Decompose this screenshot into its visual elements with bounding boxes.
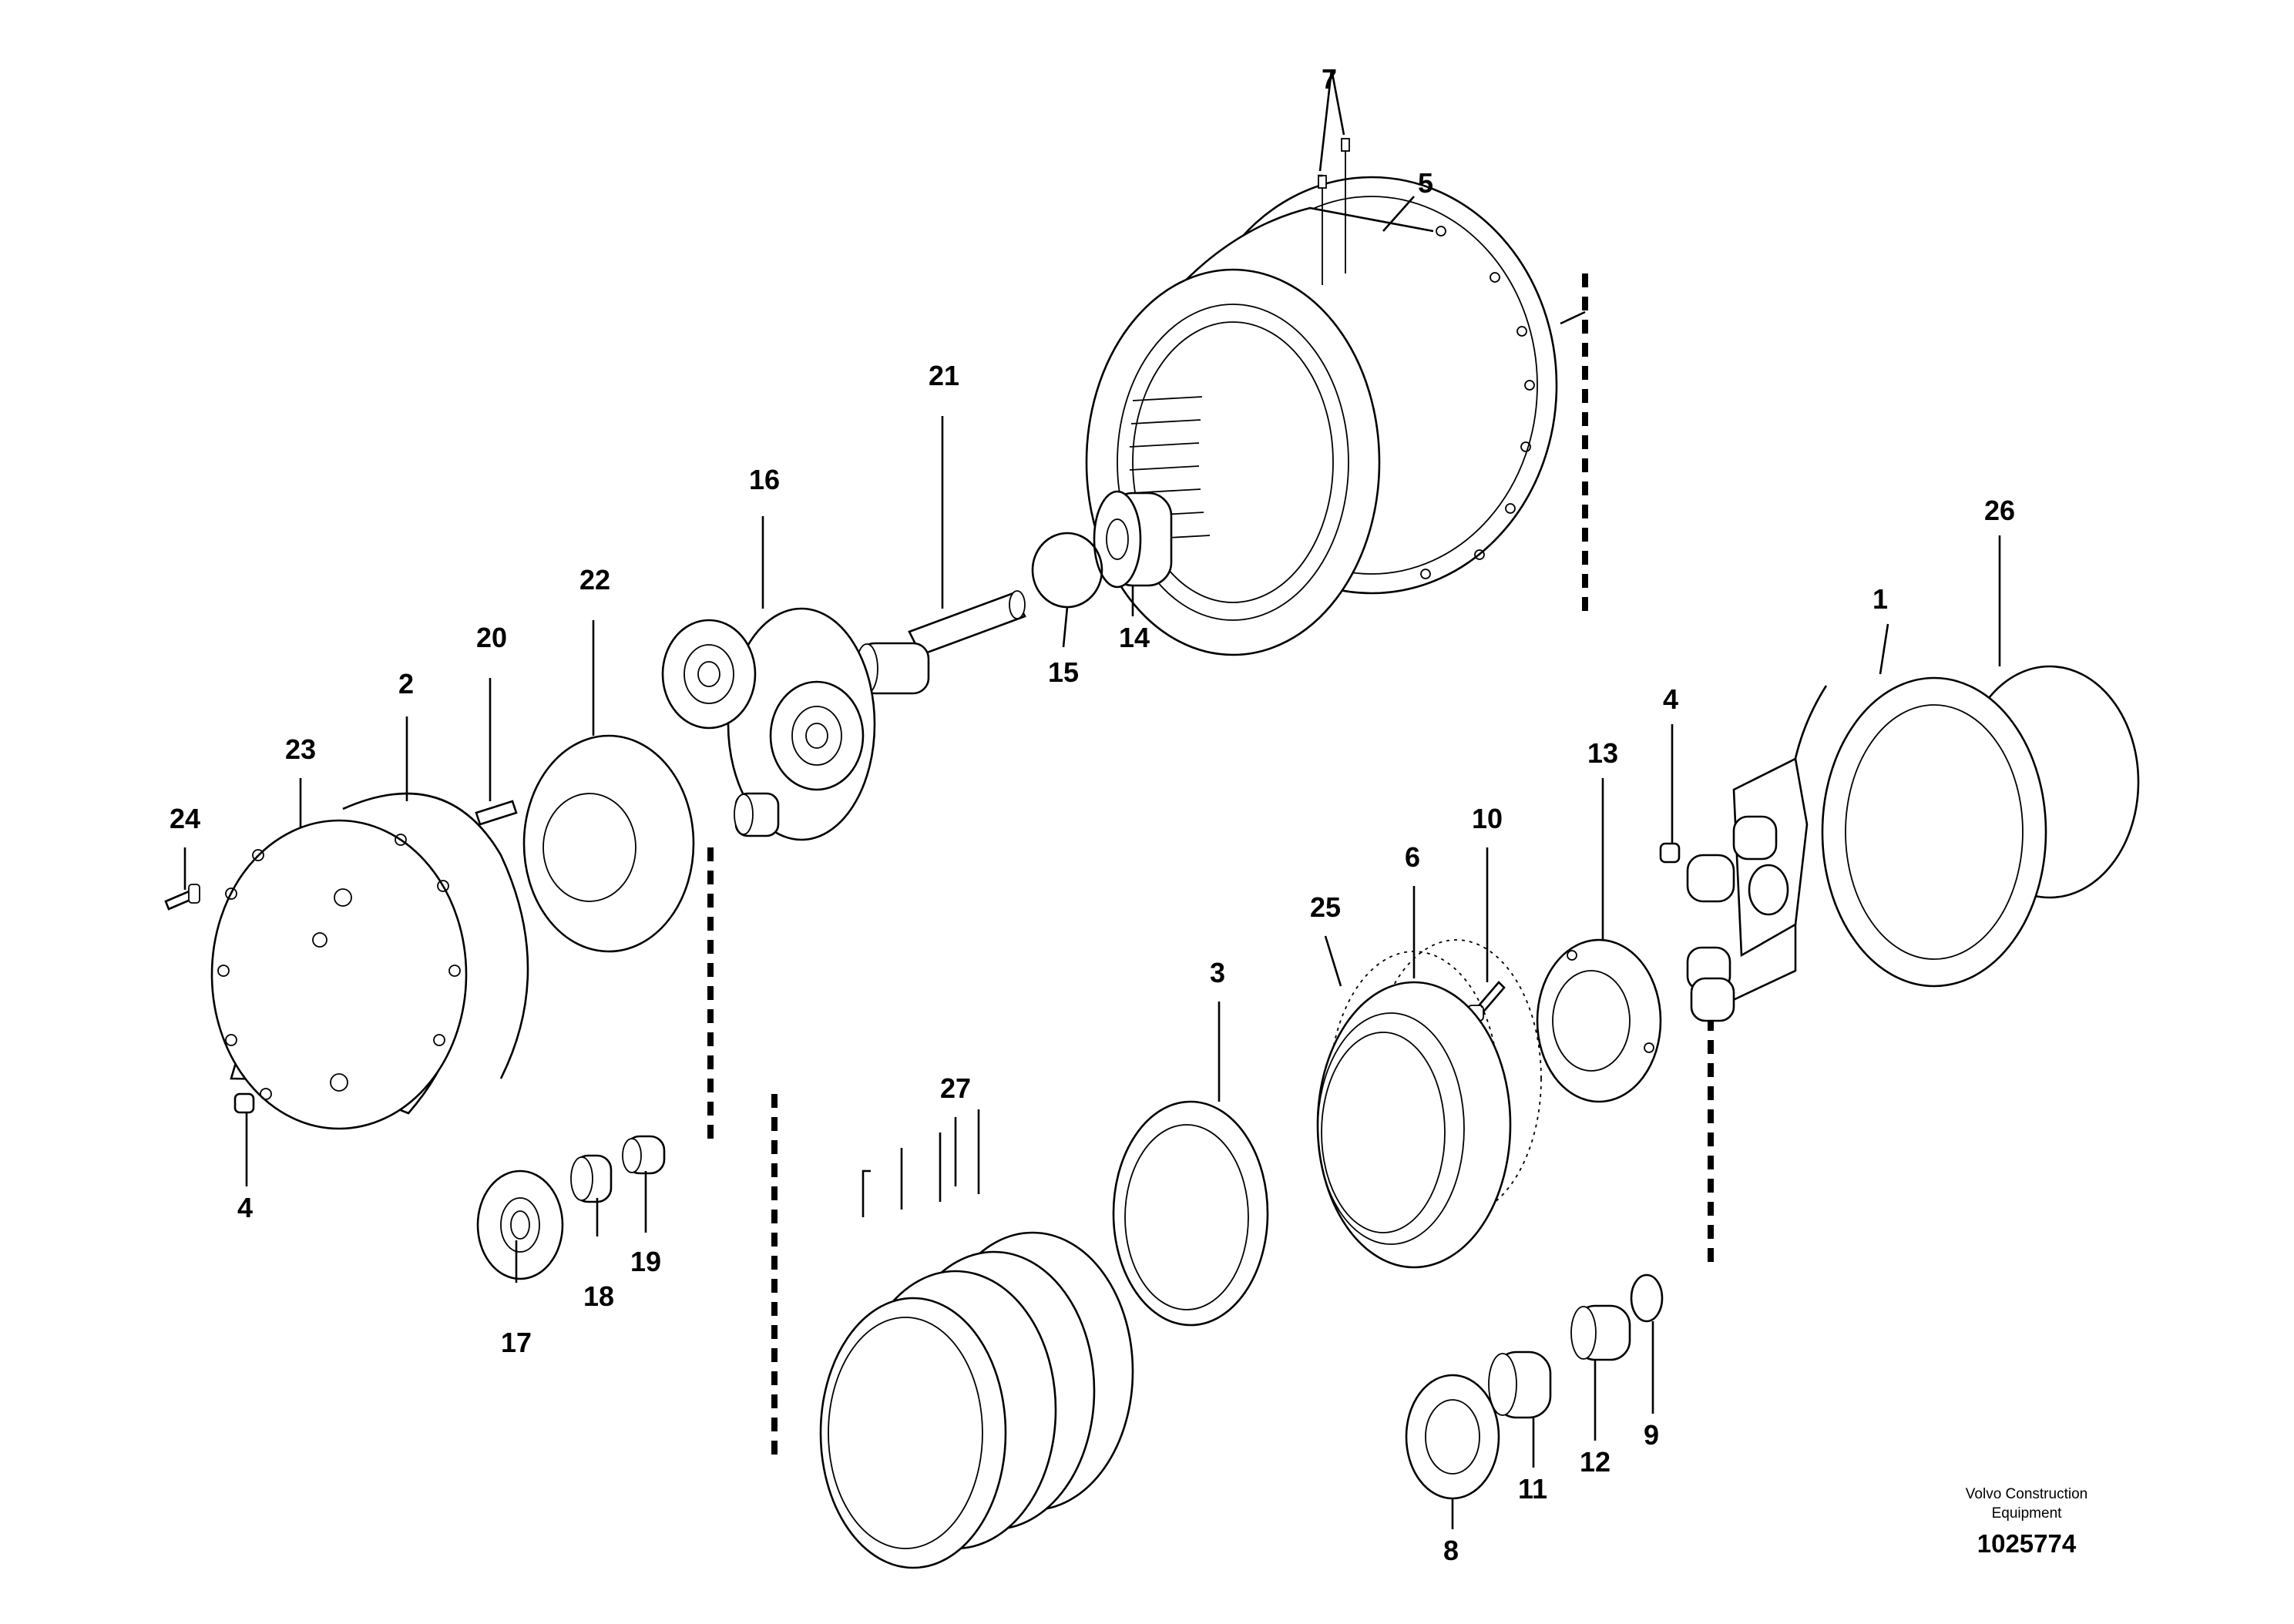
- part-21-shaft: [855, 590, 1026, 695]
- part-25-bearing-race: [1316, 981, 1512, 1269]
- part-19-bushing: [622, 1135, 666, 1175]
- callout-7: 7: [1322, 63, 1337, 95]
- leader-lines: [183, 174, 2001, 1529]
- callout-14: 14: [1119, 622, 1150, 653]
- assembly-dashed-lines: [707, 273, 1714, 1460]
- callout-labels: 7 5 21 16 22 20 2 23 24 4 17 18 19 15 14…: [170, 63, 2015, 1566]
- part-17-planet-gear: [476, 1169, 564, 1280]
- part-9-o-ring: [1630, 1273, 1664, 1323]
- part-24-bolt: [164, 884, 200, 911]
- part-22-thrust-washer: [522, 734, 695, 953]
- callout-23: 23: [285, 733, 316, 765]
- part-15-snap-ring: [1031, 532, 1103, 609]
- callout-12: 12: [1580, 1446, 1611, 1478]
- callout-10: 10: [1472, 803, 1503, 834]
- callout-5: 5: [1418, 167, 1433, 199]
- callout-11: 11: [1518, 1473, 1547, 1505]
- company-name-line2: Equipment: [1992, 1505, 2063, 1522]
- document-number: 1025774: [1977, 1529, 2077, 1558]
- callout-25: 25: [1310, 891, 1341, 923]
- ring-gear-teeth: [1129, 396, 1211, 540]
- part-14-sun-gear: [1093, 490, 1173, 589]
- part-7-pins: [1318, 69, 1350, 285]
- callout-26: 26: [1984, 495, 2015, 526]
- part-23-cover: [210, 819, 468, 1130]
- callout-20: 20: [476, 622, 507, 653]
- part-27-seal-group: [819, 1109, 1134, 1569]
- part-5-ring-gear-housing: [1085, 176, 1586, 656]
- part-4-plug-cover: [233, 1092, 255, 1114]
- part-3-nut: [1112, 1100, 1269, 1327]
- callout-16: 16: [749, 464, 780, 495]
- callout-18: 18: [583, 1280, 614, 1312]
- part-20-pin: [475, 800, 518, 826]
- part-4-plug-hub: [1659, 842, 1681, 864]
- part-18-needle-bearing: [570, 1154, 613, 1203]
- callout-21: 21: [929, 360, 959, 391]
- callout-3: 3: [1210, 957, 1225, 988]
- part-8-gear: [1405, 1374, 1500, 1500]
- callout-15: 15: [1048, 656, 1079, 688]
- callout-1: 1: [1872, 583, 1888, 615]
- callout-27: 27: [940, 1072, 971, 1104]
- callout-2: 2: [398, 668, 414, 700]
- callout-24: 24: [170, 803, 200, 834]
- part-12-bushing: [1570, 1304, 1631, 1361]
- callout-13: 13: [1587, 737, 1618, 769]
- part-13-washer: [1536, 938, 1662, 1103]
- callout-6: 6: [1405, 841, 1420, 873]
- callout-4-cover: 4: [237, 1192, 253, 1223]
- company-name-line1: Volvo Construction: [1966, 1486, 2087, 1502]
- part-1-hub: [1686, 676, 2047, 1022]
- callout-22: 22: [579, 564, 610, 596]
- part-16-planet-carrier: [661, 607, 876, 841]
- bolt-holes: [1420, 226, 1535, 579]
- callout-17: 17: [501, 1327, 532, 1358]
- callout-8: 8: [1443, 1535, 1459, 1566]
- footer: Volvo Construction Equipment 1025774: [1966, 1486, 2087, 1558]
- part-11-needle-bearing: [1488, 1351, 1552, 1419]
- callout-9: 9: [1644, 1419, 1659, 1451]
- callout-4-hub: 4: [1663, 683, 1678, 715]
- callout-19: 19: [630, 1246, 661, 1277]
- part-2-o-ring: [342, 792, 529, 1079]
